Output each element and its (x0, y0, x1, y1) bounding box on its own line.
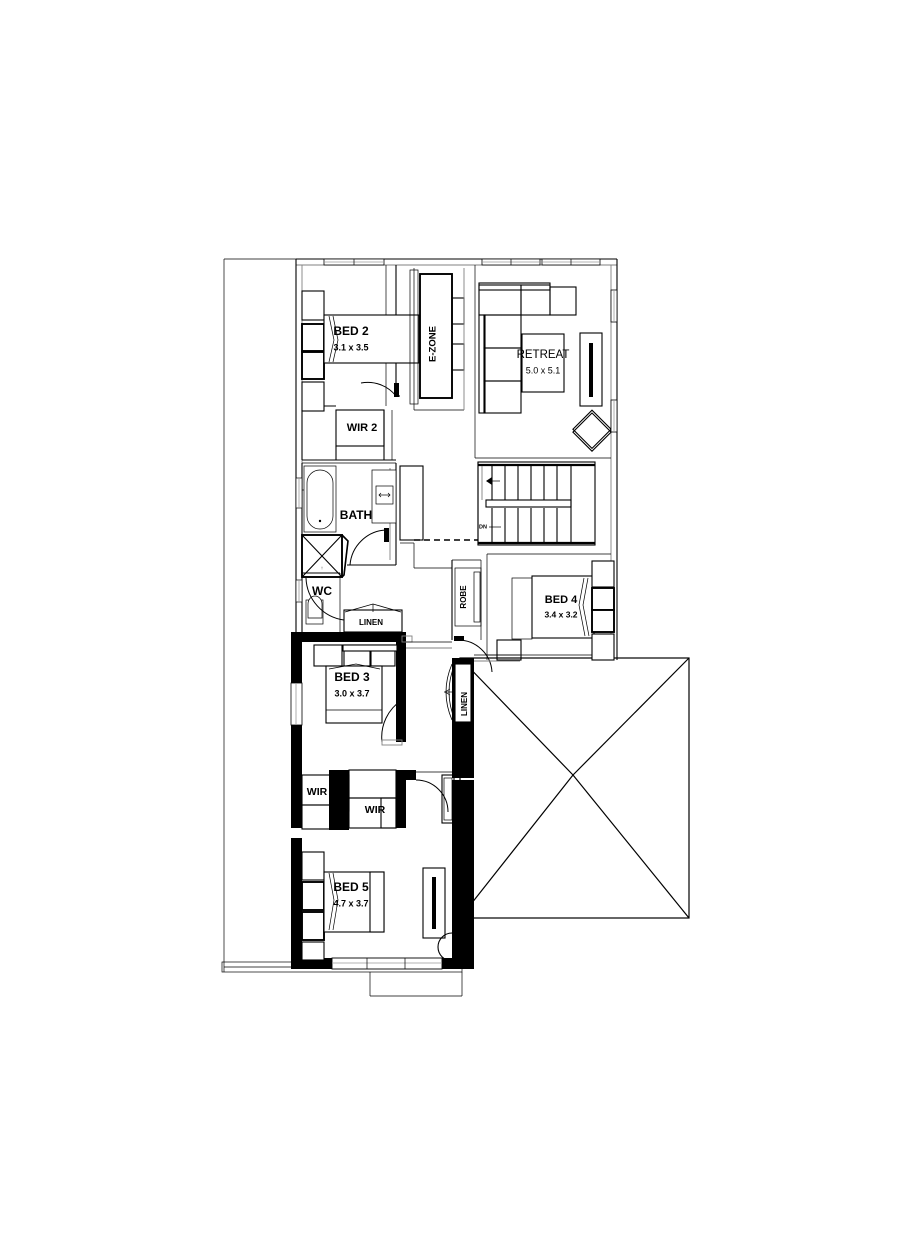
shower-tap-symbol: ↑ (321, 565, 324, 571)
room-bed2 (301, 265, 420, 412)
label-retreat-dim: 5.0 x 5.1 (526, 365, 561, 375)
label-stair-direction: DN (479, 524, 487, 530)
label-bed3-name: BED 3 (334, 670, 370, 684)
room-bed4 (486, 553, 615, 661)
stairwell (477, 461, 596, 546)
linen-cupboard-upper (343, 603, 403, 633)
corridor-lower (441, 774, 474, 968)
label-wir2: WIR 2 (347, 422, 378, 434)
label-wir-left: WIR (307, 786, 328, 798)
robe-bed4 (451, 559, 493, 673)
label-linen-lower: LINEN (460, 692, 469, 716)
room-labels: BED 2 3.1 x 3.5 WIR 2 E-ZONE RETREAT 5.0… (307, 324, 578, 908)
label-bed3-dim: 3.0 x 3.7 (334, 688, 369, 698)
label-bed5-name: BED 5 (333, 880, 369, 894)
label-bed4-name: BED 4 (545, 594, 578, 606)
wir-block (291, 762, 452, 830)
label-linen-upper: LINEN (359, 618, 383, 627)
label-bed2-name: BED 2 (333, 324, 369, 338)
roof-hip-plan (459, 657, 690, 919)
misc-details (401, 635, 522, 662)
label-retreat-name: RETREAT (517, 349, 570, 361)
label-robe: ROBE (459, 585, 468, 609)
room-wc (295, 572, 345, 632)
room-wir2 (301, 409, 396, 461)
room-retreat (474, 265, 618, 459)
hall-threshold (400, 539, 478, 569)
linen-cupboard-lower (444, 658, 474, 778)
label-wc: WC (312, 584, 332, 598)
room-bed3 (290, 632, 406, 772)
room-bath: ↑ (295, 462, 424, 578)
site-outline (221, 258, 463, 997)
room-bed5 (291, 838, 474, 970)
window-group-top (323, 258, 601, 266)
label-ezone: E-ZONE (428, 326, 439, 362)
label-bed5-dim: 4.7 x 3.7 (333, 898, 368, 908)
label-bed2-dim: 3.1 x 3.5 (333, 342, 368, 352)
label-bath: BATH (340, 508, 372, 522)
label-wir-right: WIR (365, 804, 386, 816)
room-ezone (409, 268, 465, 411)
label-bed4-dim: 3.4 x 3.2 (544, 609, 577, 619)
